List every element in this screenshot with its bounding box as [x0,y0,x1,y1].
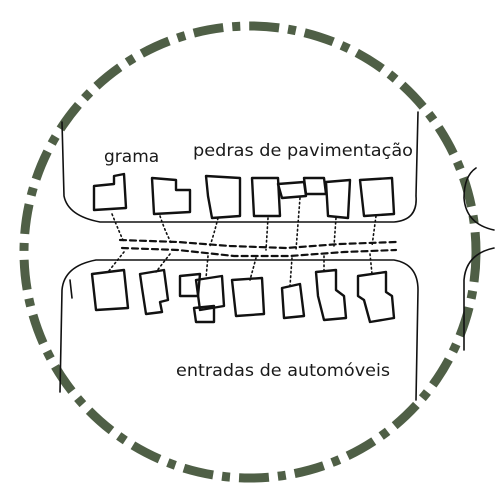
paving-stone [302,176,328,196]
path-line [209,217,219,247]
paving-stone [92,172,128,212]
driveway-edge-left [69,279,73,299]
sketch: grama pedras de pavimentação entradas de… [59,111,495,401]
paving-stone [90,268,130,312]
path-line [159,215,173,245]
path-line [107,251,125,273]
circular-frame [19,21,481,483]
path-line [333,217,337,247]
paving-stone [138,268,170,316]
bottom-curb-line [59,259,419,401]
label-driveways: entradas de automóveis [176,361,390,381]
path-line [155,253,171,273]
paving-stone [314,268,348,322]
top-curb-line [61,111,419,223]
paving-stone [356,270,396,324]
bottom-paving-stones [90,268,396,324]
path-line [205,255,209,279]
path-line [295,197,301,251]
paving-stone [150,176,192,216]
grass-paths [107,197,398,287]
path-line [265,217,269,251]
label-paving-stones: pedras de pavimentação [193,141,413,161]
label-grass: grama [104,147,159,167]
path-line [249,257,257,281]
paving-stone [358,176,396,218]
top-paving-stones [92,172,396,220]
path-line [120,246,398,258]
path-line [371,215,377,247]
paving-stone [276,180,308,200]
paving-stone [194,274,226,312]
neighbour-curb-line [463,167,495,351]
paving-stone [250,176,282,218]
path-line [369,253,373,275]
paving-stone [192,304,216,324]
paving-stone [230,276,266,318]
paving-stone [324,178,352,220]
path-line [111,213,125,243]
path-line [118,238,398,250]
paving-stone [204,174,242,220]
paving-stone [280,282,306,320]
path-line [289,257,293,287]
